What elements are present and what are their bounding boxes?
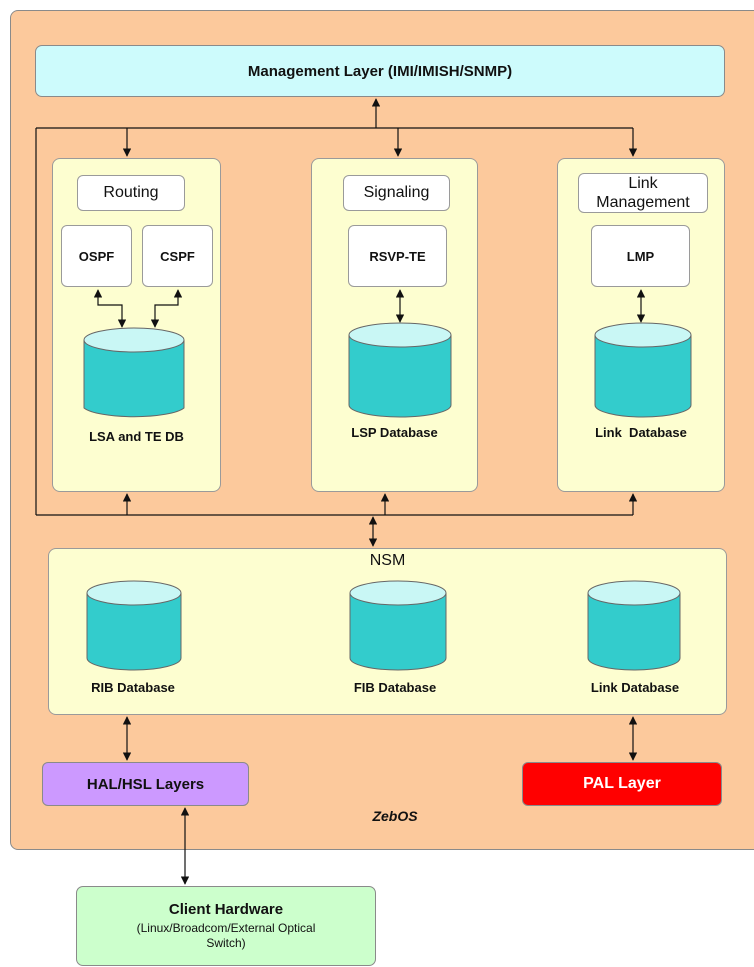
rib-db-cylinder-icon [86,580,182,671]
link-management-title-line1: Link [628,175,658,192]
client-hardware-title: Client Hardware [168,901,284,918]
zebos-label: ZebOS [372,808,418,824]
cspf-box: CSPF [142,225,213,287]
routing-title: Routing [103,184,159,201]
nsm-title: NSM [369,552,406,569]
lmp-box: LMP [591,225,690,287]
hal-hsl-layers-label: HAL/HSL Layers [86,775,205,793]
nsm-link-db-cylinder-icon [587,580,681,671]
fib-db-cylinder-icon [349,580,447,671]
link-database-label: Link Database [595,425,687,440]
ospf-box: OSPF [61,225,132,287]
client-hardware-subtitle: (Linux/Broadcom/External Optical Switch) [137,921,316,951]
client-hardware-box: Client Hardware (Linux/Broadcom/External… [76,886,376,966]
client-hardware-subtitle-line1: (Linux/Broadcom/External Optical [136,921,316,935]
signaling-title-box: Signaling [343,175,450,211]
pal-layer-box: PAL Layer [522,762,722,806]
routing-title-box: Routing [77,175,185,211]
ospf-db-arrow [93,289,127,328]
signaling-title: Signaling [363,184,430,201]
rsvp-te-box: RSVP-TE [348,225,447,287]
pal-layer-label: PAL Layer [583,775,661,792]
link-management-title-line2: Management [596,194,690,211]
rib-database-label: RIB Database [91,680,175,695]
lmp-label: LMP [626,248,655,264]
cspf-label: CSPF [160,248,195,264]
rsvp-te-label: RSVP-TE [369,248,426,264]
client-hardware-subtitle-line2: Switch) [206,936,246,950]
link-db-cylinder-icon [594,322,692,418]
link-management-title-box: Link Management [578,173,708,213]
cspf-db-arrow [150,289,183,328]
lsp-database-label: LSP Database [351,425,438,440]
lsa-te-db-label: LSA and TE DB [89,429,184,444]
lsa-te-db-cylinder-icon [83,327,185,418]
management-layer-box: Management Layer (IMI/IMISH/SNMP) [35,45,725,97]
ospf-label: OSPF [78,248,115,264]
fib-database-label: FIB Database [353,680,437,695]
routing-panel [52,158,221,492]
nsm-link-database-label: Link Database [590,680,680,695]
hal-hsl-layers-box: HAL/HSL Layers [42,762,249,806]
lsp-db-cylinder-icon [348,322,452,418]
management-layer-label: Management Layer (IMI/IMISH/SNMP) [247,62,513,80]
